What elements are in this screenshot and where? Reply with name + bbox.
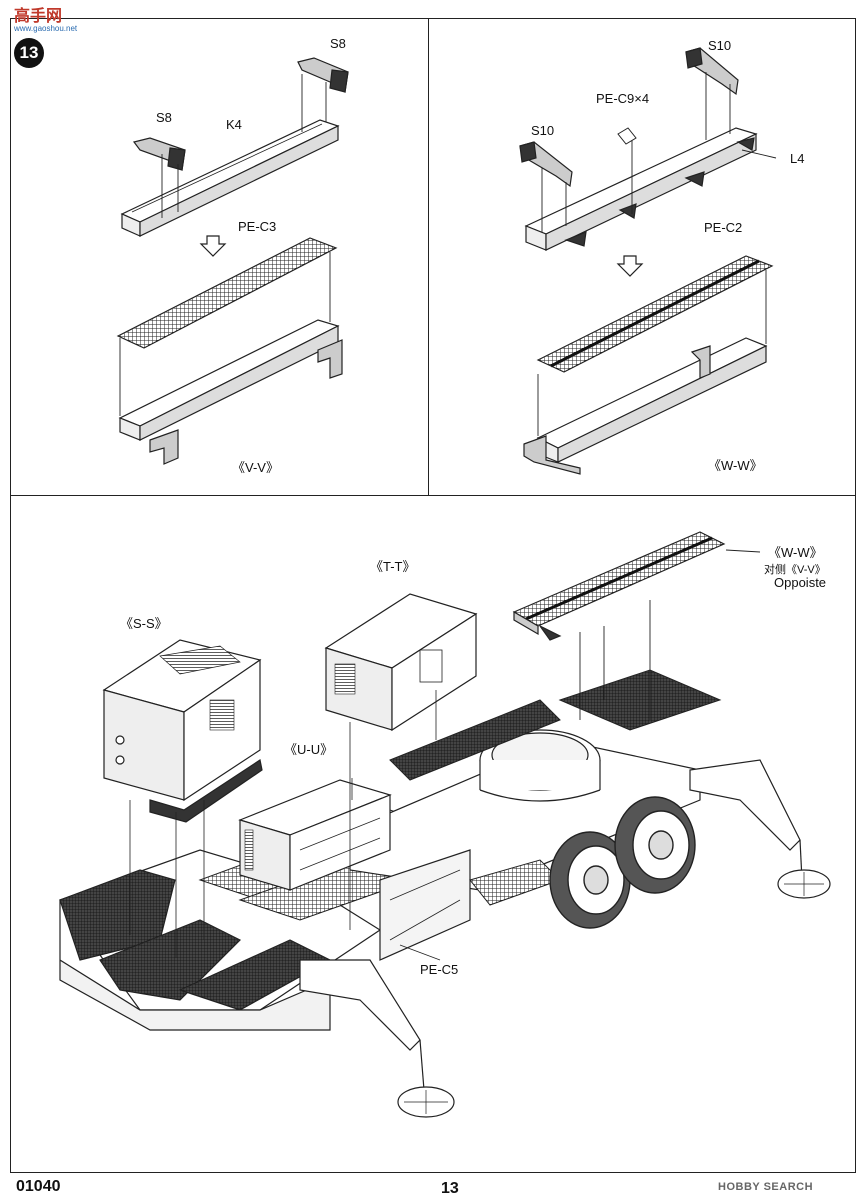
assembly-box-uu (238, 779, 392, 891)
trailer-rear-deck-mesh (389, 699, 561, 781)
assembly-label-tt: 《T-T》 (370, 559, 416, 574)
ww-bracket-s10-right (685, 47, 739, 96)
site-watermark-cn: 高手网 (14, 8, 63, 25)
caption-ww: 《W-W》 (708, 458, 763, 473)
assembly-label-uu: 《U-U》 (284, 742, 334, 757)
label-s8-left: S8 (156, 110, 172, 125)
label-l4: L4 (790, 151, 805, 166)
ww-plate-pe-c9 (617, 127, 637, 145)
ww-down-arrow (616, 255, 644, 277)
label-pe-c9: PE-C9×4 (596, 91, 650, 106)
trailer-wheel-front (549, 831, 631, 929)
label-k4: K4 (226, 117, 242, 132)
vv-bracket-s8-left (132, 137, 186, 172)
vv-mesh-pe-c3 (116, 237, 338, 349)
step-number-badge: 13 (14, 38, 44, 68)
assembly-label-opposite-en: Oppoiste (774, 575, 827, 590)
assembly-raised-panel-ww (512, 531, 726, 641)
label-pe-c2: PE-C2 (704, 220, 743, 235)
trailer-turntable (479, 729, 601, 802)
label-pe-c3: PE-C3 (238, 219, 277, 234)
vv-down-arrow (199, 235, 227, 257)
vv-tray-lower (118, 319, 343, 465)
panel-assembly-frame (10, 495, 856, 1173)
trailer-wheel-rear (614, 796, 696, 894)
label-s8-right: S8 (330, 36, 346, 51)
assembly-label-opposite-cn: 对侧《V-V》 (764, 564, 826, 576)
kit-number: 01040 (16, 1178, 61, 1195)
label-s10-left: S10 (531, 123, 555, 138)
page-number: 13 (441, 1180, 459, 1197)
assembly-box-tt (324, 593, 478, 732)
site-watermark-url: www.gaoshou.net (14, 24, 78, 33)
assembly-box-ss (102, 639, 263, 823)
ww-tray-l4 (524, 127, 758, 251)
assembly-label-ss: 《S-S》 (120, 616, 168, 631)
hobby-search-watermark: HOBBY SEARCH (718, 1181, 814, 1193)
site-watermark: 高手网 www.gaoshou.net (14, 2, 77, 33)
assembly-label-pe-c5: PE-C5 (420, 962, 459, 977)
vv-bracket-s8-right (297, 57, 349, 94)
vv-tray-k4 (120, 119, 340, 237)
label-s10-right: S10 (708, 38, 732, 53)
ww-tray-lower (523, 337, 768, 475)
ww-bracket-s10-left (519, 141, 573, 188)
caption-vv: 《V-V》 (232, 460, 279, 475)
assembly-label-ww: 《W-W》 (768, 545, 823, 560)
outrigger-left (299, 959, 455, 1118)
outrigger-right (689, 759, 831, 899)
